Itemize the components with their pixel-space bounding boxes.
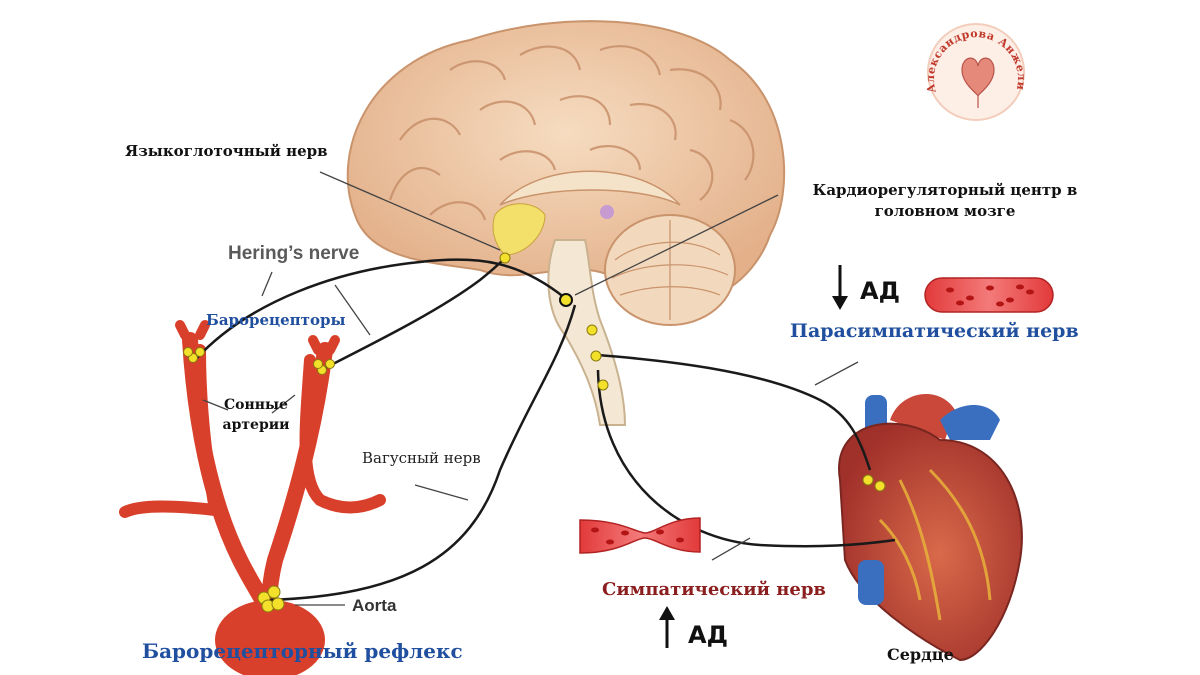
baroreceptors-label: Барорецепторы [206, 311, 346, 329]
carotid-line1: Сонные [224, 397, 288, 413]
cardio-center-line1: Кардиорегуляторный центр в [812, 181, 1078, 199]
nerve-nodes [183, 252, 886, 613]
carotid-arteries-label: Сонные артерии [220, 397, 292, 433]
aortic-arch [215, 600, 325, 675]
parasympathetic-nerve-label: Парасимпатический нерв [790, 320, 1079, 342]
leader-lines [202, 171, 859, 606]
herings-nerve-label: Hering’s nerve [228, 243, 360, 264]
bp-up-label: АД [688, 621, 728, 649]
heart-icon [961, 57, 995, 108]
bp-down-label: АД [860, 277, 900, 305]
carotid-line2: артерии [222, 417, 290, 434]
brain-illustration [346, 20, 786, 426]
constricted-vessel-icon [924, 277, 1054, 313]
heart-illustration [838, 393, 1023, 662]
glossopharyngeal-nerve-label: Языкоглоточный нерв [125, 142, 328, 160]
sympathetic-nerve-label: Симпатический нерв [602, 579, 826, 600]
arrow-down-icon [832, 265, 848, 310]
reflex-title: Барорецепторный рефлекс [142, 639, 463, 663]
carotid-aorta-illustration [119, 320, 386, 628]
vagus-nerve-label: Вагусный нерв [362, 449, 481, 467]
heart-label: Сердце [887, 645, 954, 664]
aorta-label: Aorta [352, 596, 397, 615]
arrow-up-icon [659, 606, 675, 648]
narrowed-vessel-icon [579, 517, 701, 554]
cardio-center-line2: головном мозге [874, 202, 1016, 221]
nerve-pathways [194, 257, 896, 602]
cardioregulatory-center-label: Кардиорегуляторный центр в головном мозг… [795, 181, 1095, 221]
